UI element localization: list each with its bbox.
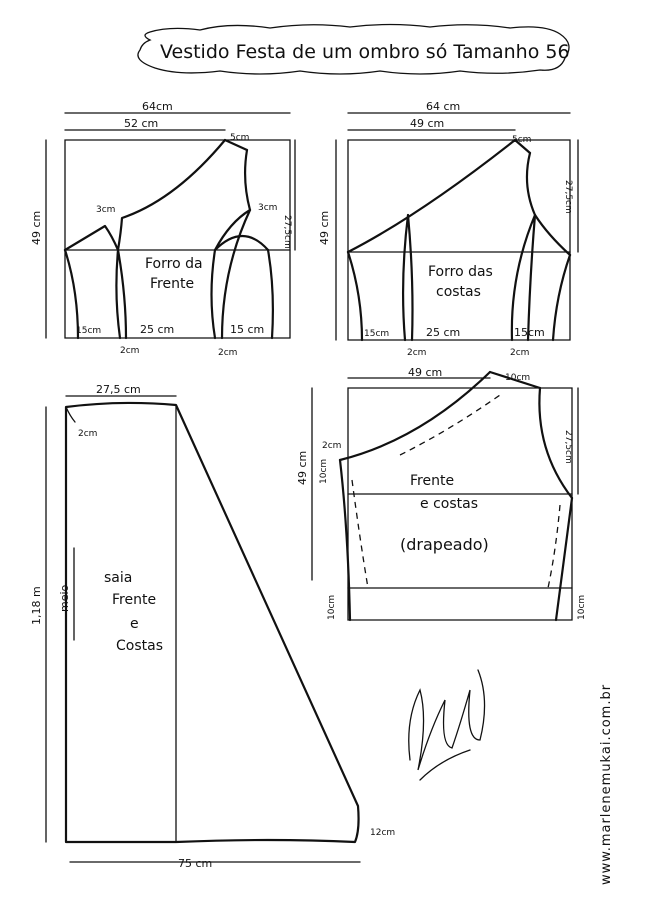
front-armhole-right: 3cm <box>258 203 277 213</box>
back-lining-neckline <box>346 138 517 254</box>
front-width-top: 52 cm <box>124 117 158 130</box>
front-name-line1: Forro da <box>145 256 203 272</box>
back-dart-right: 2cm <box>510 348 529 358</box>
front-lining-frame <box>64 139 291 339</box>
back-lining-right-side <box>551 253 572 342</box>
skirt-waist-drop <box>65 406 76 423</box>
back-side-depth: 27,5cm <box>563 180 573 214</box>
front-shoulder: 5cm <box>230 133 249 143</box>
draped-name-line2: e costas <box>420 496 478 512</box>
skirt-fold: meio <box>58 584 71 612</box>
back-bottom-mid: 25 cm <box>426 326 460 339</box>
skirt-name-line2: Frente <box>112 592 156 608</box>
back-width-total: 64 cm <box>426 100 460 113</box>
back-bottom-left: 15cm <box>364 329 389 339</box>
skirt-hem: 75 cm <box>178 857 212 870</box>
draped-armhole <box>538 386 574 500</box>
front-lining-armhole <box>213 148 270 252</box>
draped-dashed-right <box>547 504 561 589</box>
back-name-line2: costas <box>436 284 481 300</box>
front-name-line2: Frente <box>150 276 194 292</box>
back-lining-pattern: 64 cm 49 cm 49 cm 27,5cm 5cm Forro das c… <box>318 100 579 358</box>
back-lining-left-dart <box>401 213 414 342</box>
front-bottom-mid: 25 cm <box>140 323 174 336</box>
back-lining-left-side <box>346 250 364 342</box>
draped-bottom-left: 10cm <box>327 595 337 620</box>
draped-left-side <box>338 458 352 622</box>
back-bottom-right: 15cm <box>514 326 545 339</box>
draped-shoulder <box>488 370 542 390</box>
front-lining-left-dart <box>115 248 128 340</box>
draped-width-top: 49 cm <box>408 366 442 379</box>
back-height: 49 cm <box>318 211 331 245</box>
skirt-outline <box>64 401 360 844</box>
front-armhole-left: 3cm <box>96 205 115 215</box>
draped-bottom-right: 10cm <box>577 595 587 620</box>
draped-dashed-neck <box>399 394 501 456</box>
skirt-hem-rise: 12cm <box>370 828 395 838</box>
back-lining-right-dart <box>510 213 537 342</box>
draped-left-mid: 10cm <box>319 459 329 484</box>
draped-pattern: 49 cm 10cm 49 cm 27,5cm 2cm 10cm Frente … <box>296 366 587 622</box>
front-lining-pattern: 64cm 52 cm 49 cm 27,5cm 5cm 3cm 3cm Forr… <box>30 100 296 358</box>
back-lining-shoulder <box>513 138 532 155</box>
title-cloud <box>137 23 570 75</box>
draped-neckline <box>338 370 492 462</box>
back-width-top: 49 cm <box>410 117 444 130</box>
title-text: Vestido Festa de um ombro só Tamanho 56 <box>160 41 570 63</box>
back-dart-left: 2cm <box>407 348 426 358</box>
front-dart-right: 2cm <box>218 348 237 358</box>
front-lining-shoulder <box>223 138 249 152</box>
front-bottom-left: 15cm <box>76 326 101 336</box>
draped-name-line3: (drapeado) <box>400 535 489 554</box>
draped-height: 49 cm <box>296 451 309 485</box>
front-bottom-right: 15 cm <box>230 323 264 336</box>
front-side-depth: 27,5cm <box>282 215 292 249</box>
front-lining-left-side <box>63 248 80 340</box>
skirt-pattern: 27,5 cm 2cm 1,18 m meio saia Frente e Co… <box>30 383 395 870</box>
back-lining-frame <box>347 139 571 341</box>
draped-dashed-left <box>351 479 369 589</box>
front-lining-right-dart <box>210 208 252 340</box>
draped-name-line1: Frente <box>410 473 454 489</box>
signature <box>408 669 486 781</box>
draped-shoulder-label: 10cm <box>505 373 530 383</box>
skirt-length: 1,18 m <box>30 586 43 625</box>
skirt-name-line4: Costas <box>116 638 163 654</box>
skirt-waist: 27,5 cm <box>96 383 141 396</box>
front-lining-right-side <box>266 248 274 340</box>
website: www.marlenemukai.com.br <box>599 684 614 885</box>
front-dart-left: 2cm <box>120 346 139 356</box>
back-name-line1: Forro das <box>428 264 493 280</box>
draped-left-top: 2cm <box>322 441 341 451</box>
skirt-name-line1: saia <box>104 570 132 586</box>
draped-side-depth: 27,5cm <box>563 430 573 464</box>
front-width-total: 64cm <box>142 100 173 113</box>
draped-right-side <box>554 496 574 622</box>
skirt-waist-drop-label: 2cm <box>78 429 97 439</box>
back-shoulder: 5cm <box>512 135 531 145</box>
skirt-name-line3: e <box>130 616 139 632</box>
front-height: 49 cm <box>30 211 43 245</box>
front-lining-neckline <box>63 138 227 252</box>
signature-scribble <box>408 669 486 781</box>
title-block: Vestido Festa de um ombro só Tamanho 56 <box>137 23 570 75</box>
